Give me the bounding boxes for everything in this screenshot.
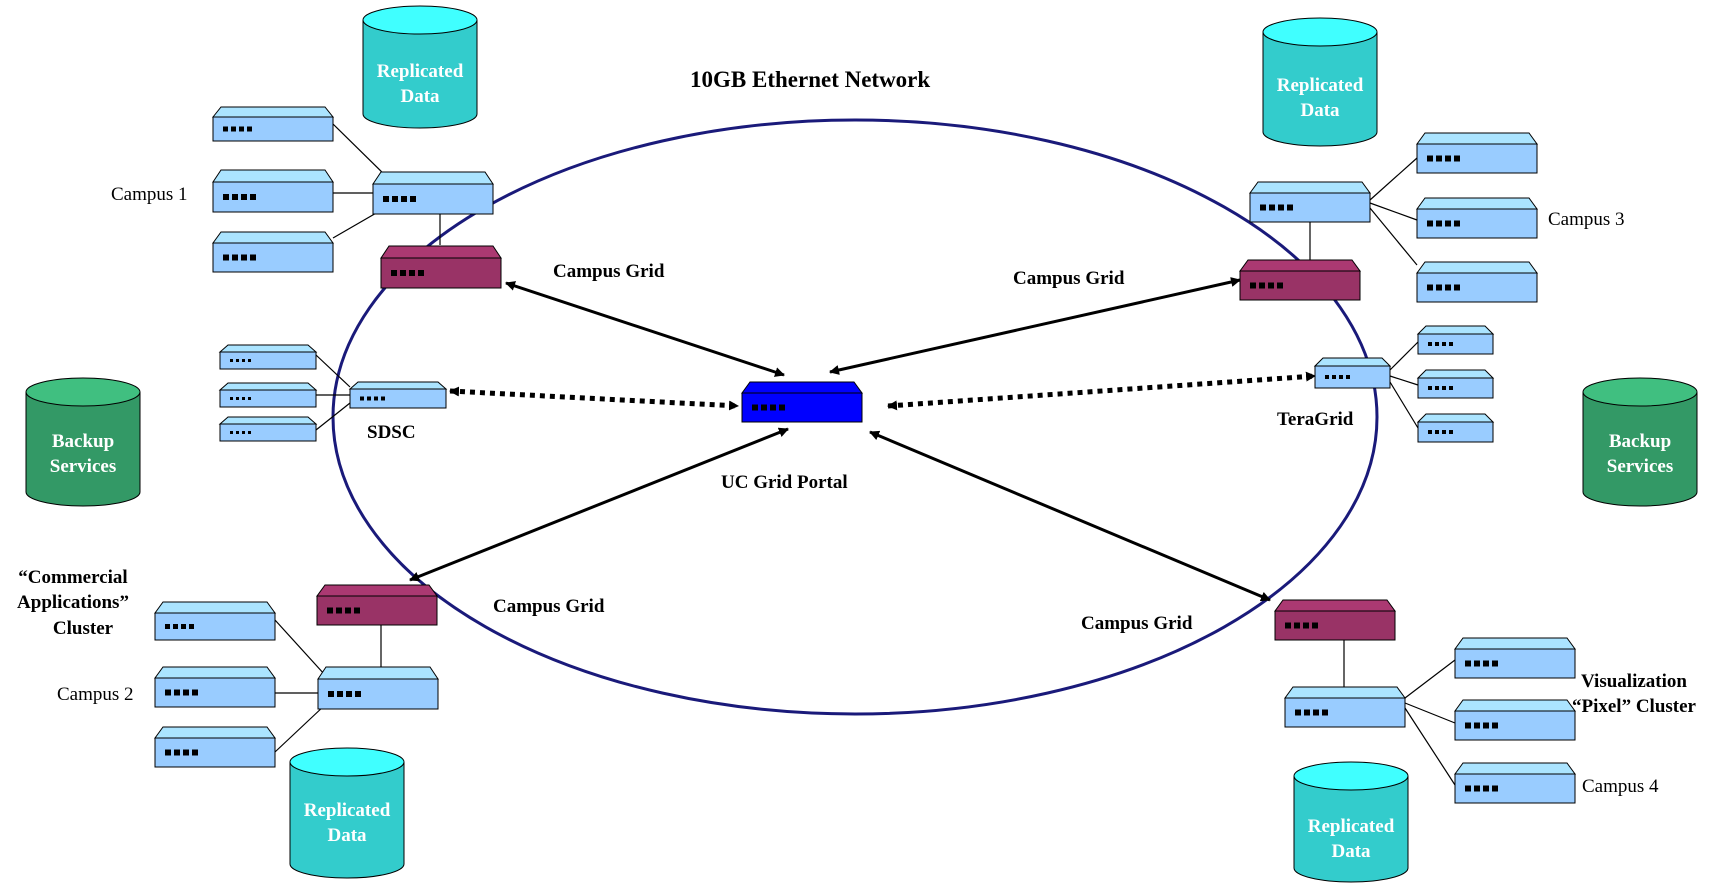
server-campus3-hub bbox=[1249, 181, 1371, 223]
arrow-campus3-portal bbox=[829, 277, 1241, 375]
server-campus3-b bbox=[1416, 197, 1538, 239]
link-c3-a bbox=[1369, 157, 1418, 201]
link-tg-a bbox=[1389, 341, 1419, 371]
replicated-data-label-ne-1: Replicated bbox=[1277, 75, 1364, 96]
replicated-data-label-se-2: Data bbox=[1331, 841, 1371, 862]
link-c4-a bbox=[1404, 659, 1456, 699]
arrow-teragrid-portal bbox=[887, 371, 1316, 411]
backup-services-label-w-2: Services bbox=[50, 456, 116, 477]
replicated-data-label-sw-1: Replicated bbox=[304, 800, 391, 821]
links bbox=[274, 123, 1456, 786]
replicated-data-nw bbox=[362, 5, 478, 129]
replicated-data-label-se-1: Replicated bbox=[1308, 816, 1395, 837]
replicated-data-label-sw-2: Data bbox=[327, 825, 367, 846]
campus3-label: Campus 3 bbox=[1548, 209, 1625, 230]
visualization-cluster-label-1: Visualization bbox=[1581, 671, 1687, 692]
arrow-sdsc-portal bbox=[449, 386, 739, 411]
replicated-data-sw bbox=[289, 747, 405, 879]
replicated-data-ne bbox=[1262, 17, 1378, 147]
devices bbox=[25, 5, 1698, 883]
link-c3-b bbox=[1369, 202, 1418, 221]
commercial-cluster-label-1: “Commercial bbox=[18, 567, 127, 588]
server-sdsc-c bbox=[218, 416, 318, 442]
campus4-label: Campus 4 bbox=[1582, 776, 1659, 797]
link-c4-b bbox=[1404, 702, 1456, 724]
server-campus1-c bbox=[212, 231, 334, 273]
campus2-label: Campus 2 bbox=[57, 684, 134, 705]
campus-grid-label-ne: Campus Grid bbox=[1013, 268, 1125, 289]
server-campus4-b bbox=[1454, 699, 1576, 741]
link-tg-b bbox=[1389, 375, 1419, 386]
campus1-label: Campus 1 bbox=[111, 184, 188, 205]
backup-services-e bbox=[1582, 377, 1698, 507]
router-campus4 bbox=[1274, 599, 1396, 641]
server-campus2-c bbox=[154, 726, 276, 768]
server-sdsc-hub bbox=[348, 381, 448, 409]
arrow-campus1-portal bbox=[505, 281, 785, 377]
link-tg-c bbox=[1389, 381, 1419, 429]
server-campus4-c bbox=[1454, 762, 1576, 804]
server-campus1-a bbox=[211, 106, 335, 142]
backup-services-label-w-1: Backup bbox=[52, 431, 114, 452]
visualization-cluster-label-2: “Pixel” Cluster bbox=[1572, 696, 1697, 717]
arrow-campus4-portal bbox=[869, 430, 1271, 602]
arrow-campus2-portal bbox=[409, 427, 789, 582]
link-c3-c bbox=[1369, 207, 1418, 266]
replicated-data-label-nw-1: Replicated bbox=[377, 61, 464, 82]
server-sdsc-b bbox=[218, 382, 318, 408]
link-c2-c bbox=[274, 704, 326, 753]
server-teragrid-b bbox=[1416, 369, 1495, 399]
router-campus1 bbox=[380, 245, 502, 289]
link-c1-a bbox=[332, 123, 391, 181]
server-campus2-a bbox=[154, 601, 276, 641]
server-campus4-a bbox=[1454, 637, 1576, 679]
server-sdsc-a bbox=[218, 344, 318, 370]
server-campus2-hub bbox=[317, 666, 439, 710]
link-sdsc-a bbox=[315, 354, 351, 388]
router-campus3 bbox=[1239, 259, 1361, 301]
server-campus3-a bbox=[1416, 132, 1538, 174]
server-campus2-b bbox=[154, 666, 276, 708]
commercial-cluster-label-2: Applications” bbox=[17, 592, 129, 613]
router-campus2 bbox=[316, 584, 438, 626]
server-teragrid-a bbox=[1416, 325, 1495, 355]
link-c4-c bbox=[1404, 707, 1456, 786]
server-campus1-b bbox=[212, 169, 334, 213]
server-campus1-hub bbox=[372, 171, 494, 215]
server-teragrid-c bbox=[1416, 413, 1495, 443]
link-sdsc-c bbox=[315, 402, 351, 431]
portal-switch bbox=[741, 381, 863, 423]
campus-grid-label-se: Campus Grid bbox=[1081, 613, 1193, 634]
campus-grid-label-nw: Campus Grid bbox=[553, 261, 665, 282]
server-teragrid-hub bbox=[1313, 357, 1392, 389]
replicated-data-label-nw-2: Data bbox=[400, 86, 440, 107]
backup-services-w bbox=[25, 377, 141, 507]
server-campus3-c bbox=[1416, 261, 1538, 303]
backup-services-label-e-2: Services bbox=[1607, 456, 1673, 477]
teragrid-label: TeraGrid bbox=[1277, 409, 1354, 430]
backup-services-label-e-1: Backup bbox=[1609, 431, 1671, 452]
link-c2-a bbox=[274, 619, 326, 676]
replicated-data-label-ne-2: Data bbox=[1300, 100, 1340, 121]
server-campus4-hub bbox=[1284, 686, 1406, 728]
network-title: 10GB Ethernet Network bbox=[690, 67, 930, 92]
sdsc-label: SDSC bbox=[367, 422, 416, 443]
portal-label: UC Grid Portal bbox=[721, 472, 848, 493]
campus-grid-label-sw: Campus Grid bbox=[493, 596, 605, 617]
commercial-cluster-label-3: Cluster bbox=[53, 618, 114, 639]
replicated-data-se bbox=[1293, 761, 1409, 883]
